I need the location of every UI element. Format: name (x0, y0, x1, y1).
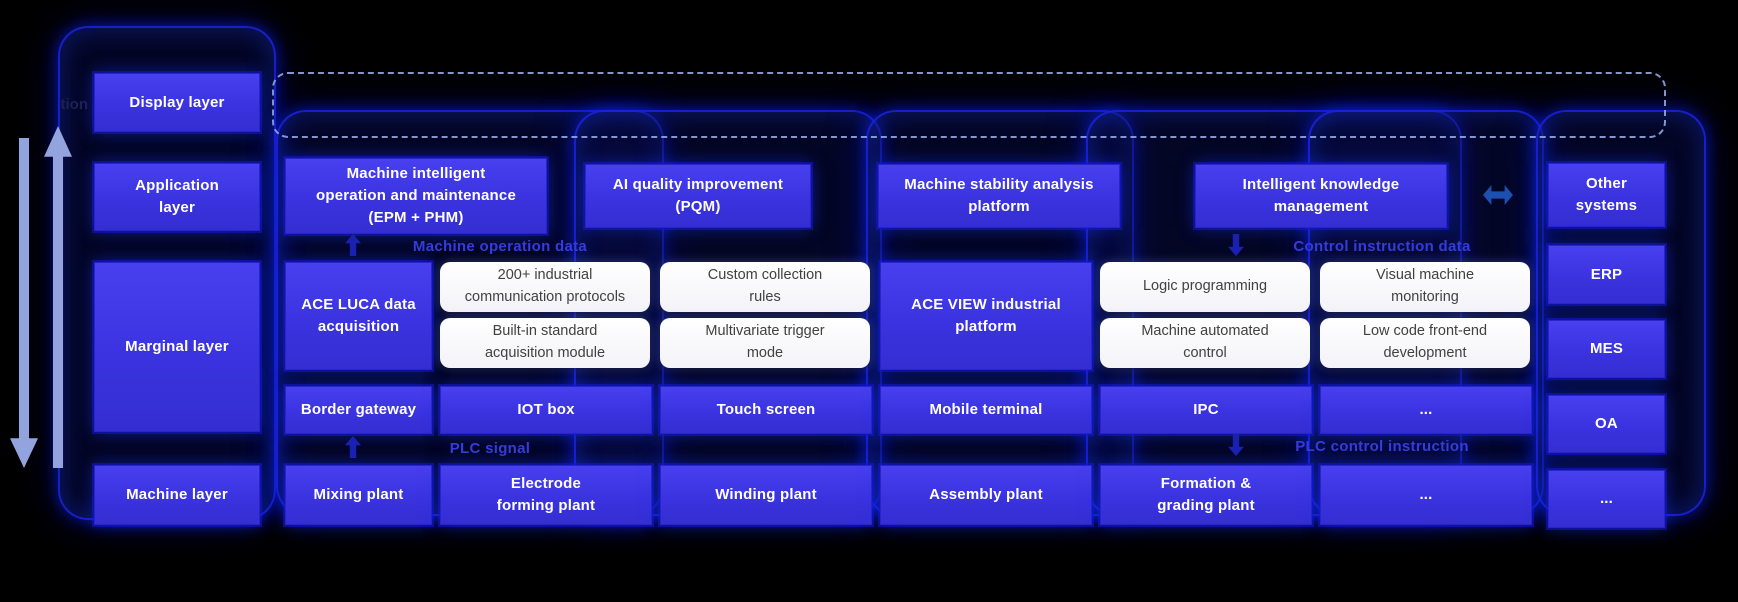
device-box-border-gateway: Border gateway (285, 386, 432, 434)
box-ace-luca: ACE LUCA data acquisition (285, 262, 432, 370)
flow-label-plc-control-instruction: PLC control instruction (1295, 438, 1469, 455)
feature-box-automated-control: Machine automated control (1100, 318, 1310, 368)
plant-box-winding: Winding plant (660, 465, 872, 525)
feature-box-protocols: 200+ industrial communication protocols (440, 262, 650, 312)
dashed-display-region (272, 72, 1666, 138)
plant-box-mixing: Mixing plant (285, 465, 432, 525)
layer-label-display: Display layer (94, 73, 260, 132)
device-box-iot-box: IOT box (440, 386, 652, 434)
app-box-pqm: AI quality improvement (PQM) (585, 164, 811, 228)
feature-box-trigger-mode: Multivariate trigger mode (660, 318, 870, 368)
external-box-other-systems: Other systems (1548, 163, 1665, 227)
feature-box-visual-monitoring: Visual machine monitoring (1320, 262, 1530, 312)
app-box-knowledge: Intelligent knowledge management (1195, 164, 1447, 228)
app-box-epm-phm: Machine intelligent operation and mainte… (285, 158, 547, 234)
plant-box-assembly: Assembly plant (880, 465, 1092, 525)
plant-box-electrode-forming: Electrode forming plant (440, 465, 652, 525)
layer-label-application: Application layer (94, 163, 260, 231)
feature-box-acquisition-module: Built-in standard acquisition module (440, 318, 650, 368)
app-box-stability: Machine stability analysis platform (878, 164, 1120, 228)
device-box-touch-screen: Touch screen (660, 386, 872, 434)
layer-label-marginal: Marginal layer (94, 262, 260, 432)
clipped-caption: tion (60, 96, 89, 113)
feature-box-low-code: Low code front-end development (1320, 318, 1530, 368)
side-down-arrow (10, 138, 38, 468)
flow-label-machine-operation-data: Machine operation data (412, 238, 588, 255)
plant-box-formation-grading: Formation & grading plant (1100, 465, 1312, 525)
plant-box-more: ... (1320, 465, 1532, 525)
flow-label-plc-signal: PLC signal (449, 440, 531, 457)
external-box-more: ... (1548, 470, 1665, 528)
flow-label-control-instruction-data: Control instruction data (1293, 238, 1471, 255)
device-box-ipc: IPC (1100, 386, 1312, 434)
bidirectional-arrow-icon (1483, 185, 1513, 205)
feature-box-collection-rules: Custom collection rules (660, 262, 870, 312)
device-box-mobile-terminal: Mobile terminal (880, 386, 1092, 434)
device-box-more: ... (1320, 386, 1532, 434)
feature-box-logic-programming: Logic programming (1100, 262, 1310, 312)
external-box-mes: MES (1548, 320, 1665, 378)
box-ace-view: ACE VIEW industrial platform (880, 262, 1092, 370)
external-box-erp: ERP (1548, 245, 1665, 304)
external-box-oa: OA (1548, 395, 1665, 453)
layer-label-machine: Machine layer (94, 465, 260, 525)
